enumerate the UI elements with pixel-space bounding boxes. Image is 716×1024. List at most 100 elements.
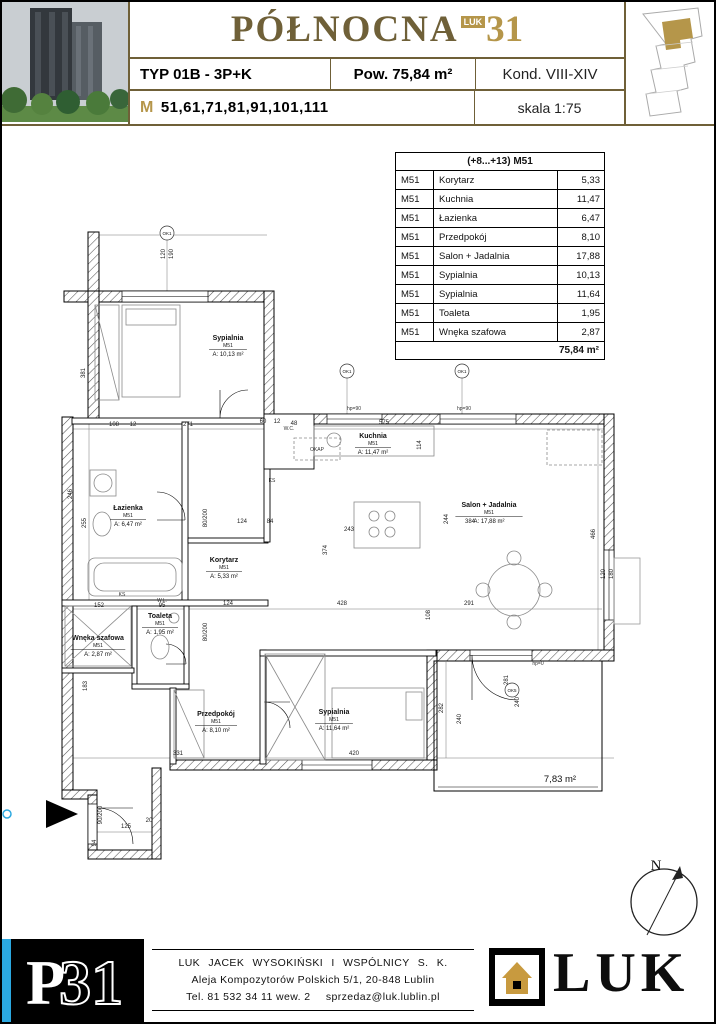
window-marker [504, 682, 520, 698]
window-marker-label: OK1 [342, 369, 352, 374]
header-row-type: TYP 01B - 3P+K Pow. 75,84 m² Kond. VIII-… [130, 59, 624, 91]
row-area: 17,88 [576, 250, 600, 262]
dimension-label: 120 [601, 568, 607, 579]
dimension-label: 243 [344, 527, 355, 533]
dimension-label: 384 [465, 519, 476, 525]
plan-note: OKAP [310, 447, 325, 453]
dimension-label: 125 [121, 824, 132, 830]
luk-logo-mark [489, 948, 545, 1006]
dimension-label: 240 [515, 696, 521, 707]
room-unit-label: M51 [368, 441, 378, 447]
scan-mark [2, 809, 12, 819]
window-marker-label: OK5 [507, 688, 517, 693]
door-swings [96, 389, 518, 845]
furniture [64, 304, 603, 761]
window-marker-label: OK1 [162, 231, 172, 236]
row-unit: M51 [396, 190, 434, 208]
plan-note: hp=0 [532, 661, 543, 667]
p31-blue-stripe [2, 939, 11, 1022]
brand-title: PÓŁNOCNA LUK 31 [130, 2, 624, 59]
company-name: LUK JACEK WYSOKIŃSKI I WSPÓLNICY S. K. [178, 956, 448, 969]
company-address: Aleja Kompozytorów Polskich 5/1, 20-848 … [191, 973, 435, 986]
row-area: 1,95 [581, 307, 601, 319]
header-center: PÓŁNOCNA LUK 31 TYP 01B - 3P+K Pow. 75,8… [130, 2, 624, 124]
dimension-label: 331 [173, 751, 184, 757]
dimension-label: 282 [439, 702, 445, 713]
compass-n-label: N [651, 858, 662, 874]
dimension-label: 152 [94, 603, 105, 609]
brand-main: PÓŁNOCNA [230, 9, 459, 50]
room-name-label: Kuchnia [359, 433, 387, 440]
plan-note: W.C. [284, 426, 295, 432]
area-label: Pow. 75,84 m² [330, 59, 475, 89]
company-contact: Tel. 81 532 34 11 wew. 2 sprzedaz@luk.lu… [152, 989, 474, 1006]
dimension-label: 466 [591, 528, 597, 539]
row-area: 11,64 [576, 288, 600, 300]
dimension-label: 108 [426, 609, 432, 620]
units-prefix: M [140, 98, 154, 116]
room-name-label: Sypialnia [213, 335, 244, 342]
row-room-name: Łazienka [434, 209, 558, 227]
room-unit-label: M51 [223, 343, 233, 349]
plan-note: hp=90 [347, 406, 361, 412]
windows [87, 290, 615, 845]
type-label: TYP 01B - 3P+K [140, 65, 252, 83]
room-table-title: (+8...+13) M51 [396, 153, 604, 171]
row-unit: M51 [396, 266, 434, 284]
dimension-label: 420 [349, 751, 360, 757]
dimension-label: 246 [68, 488, 74, 499]
row-area: 8,10 [581, 231, 601, 243]
room-name-label: Wnęka szafowa [72, 635, 124, 642]
room-area-label: A: 11,47 m² [358, 450, 389, 456]
footer-address-block: LUK JACEK WYSOKIŃSKI I WSPÓLNICY S. K. A… [152, 949, 474, 1011]
plan-note: hp=90 [457, 406, 471, 412]
luk-house-icon [489, 948, 545, 1006]
units-label: M 51,61,71,81,91,101,111 [130, 91, 474, 124]
room-name-label: Toaleta [148, 613, 172, 620]
dimension-label: 20 [146, 818, 153, 824]
dimension-label: 124 [237, 519, 248, 525]
brand-number: 31 [486, 9, 524, 50]
highlighted-unit [662, 18, 693, 50]
dimension-label: 12 [130, 422, 137, 428]
dimension-label: 90/200 [98, 805, 104, 824]
room-area-label: A: 6,47 m² [114, 522, 142, 528]
dimension-label: 12 [274, 419, 281, 425]
room-name-label: Korytarz [210, 557, 239, 564]
header: PÓŁNOCNA LUK 31 TYP 01B - 3P+K Pow. 75,8… [2, 2, 714, 126]
room-table-total: 75,84 m² [396, 342, 604, 359]
room-name-label: Sypialnia [319, 709, 350, 716]
dimension-label: 291 [464, 601, 475, 607]
brand-luk-badge: LUK [460, 16, 486, 28]
dimension-label: 124 [223, 601, 234, 607]
company-email: sprzedaz@luk.lublin.pl [325, 990, 440, 1003]
dimension-label: 381 [81, 367, 87, 378]
dimension-label: 240 [457, 713, 463, 724]
row-unit: M51 [396, 209, 434, 227]
room-name-label: Salon + Jadalnia [461, 502, 516, 509]
window-marker-label: OK1 [457, 369, 467, 374]
room-unit-label: M51 [93, 643, 103, 649]
balcony-area-label: 7,83 m² [544, 774, 576, 785]
dimension-label: 114 [417, 440, 423, 450]
row-room-name: Korytarz [434, 171, 558, 189]
dimension-label: 48 [291, 421, 298, 427]
window-marker [339, 363, 355, 379]
row-unit: M51 [396, 323, 434, 341]
row-area: 6,47 [581, 212, 601, 224]
room-area-label: A: 11,64 m² [319, 726, 350, 732]
row-room-name: Kuchnia [434, 190, 558, 208]
dimension-label: 190 [169, 248, 175, 259]
row-room-name: Sypialnia [434, 285, 558, 303]
room-unit-label: M51 [155, 621, 165, 627]
